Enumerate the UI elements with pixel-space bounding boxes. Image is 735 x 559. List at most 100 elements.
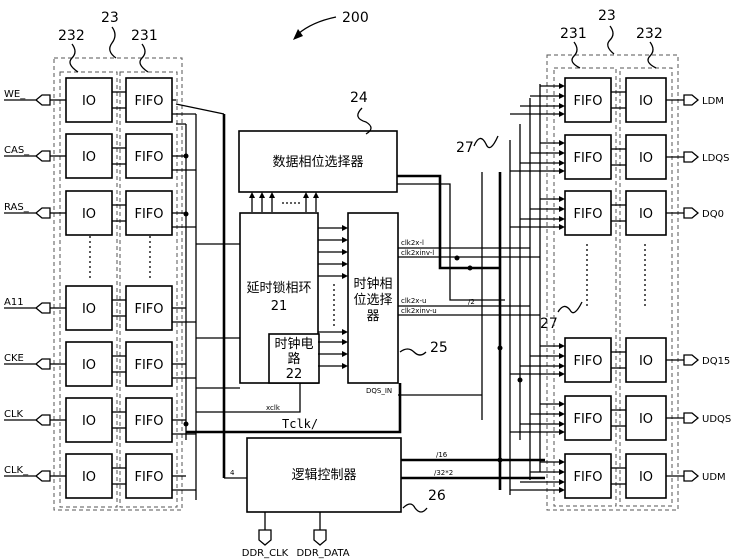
right-io-box bbox=[625, 337, 667, 383]
right-fifo-column-outline bbox=[553, 67, 617, 507]
bus-ref-upper-leader bbox=[473, 135, 499, 149]
clock-phase-selector-label-line1: 时钟相 bbox=[353, 276, 392, 292]
right-fifo-label: FIFO bbox=[573, 354, 602, 369]
right-pin-label: LDM bbox=[702, 96, 724, 107]
clk2xinv-l-label: clk2xinv-l bbox=[401, 249, 434, 257]
right-fifo-input-arrowhead bbox=[559, 111, 565, 117]
clock-phase-selector-ref: 25 bbox=[430, 340, 448, 356]
logic-controller-ref-leader bbox=[402, 503, 428, 513]
left-io-ref: 232 bbox=[58, 28, 85, 44]
bus-ref-lower: 27 bbox=[540, 316, 558, 332]
right-fifo-input-arrowhead bbox=[559, 459, 565, 465]
right-junction-1 bbox=[454, 255, 460, 261]
right-fifo-input-arrowhead bbox=[559, 479, 565, 485]
left-pin-label: CAS_ bbox=[4, 145, 30, 156]
bus-4-label: 4 bbox=[230, 469, 235, 477]
left-fifo-ref: 231 bbox=[131, 28, 158, 44]
left-fifo-box bbox=[125, 133, 173, 179]
right-pin-label: DQ15 bbox=[702, 356, 730, 367]
right-fifo-label: FIFO bbox=[573, 207, 602, 222]
right-junction-3 bbox=[497, 345, 503, 351]
tclk-line bbox=[186, 383, 402, 434]
right-pin-label: DQ0 bbox=[702, 209, 724, 220]
data-phase-selector-ref-leader bbox=[357, 107, 372, 135]
right-pin-icon bbox=[683, 470, 700, 482]
right-fifo-input-arrowhead bbox=[559, 353, 565, 359]
right-io-label: IO bbox=[639, 354, 653, 369]
right-fifo-label: FIFO bbox=[573, 412, 602, 427]
right-group-ref: 23 bbox=[598, 8, 616, 24]
right-fifo-input-arrowhead bbox=[559, 83, 565, 89]
right-pin-icon bbox=[683, 207, 700, 219]
left-pin-icon bbox=[4, 302, 51, 314]
right-pin-icon bbox=[683, 151, 700, 163]
right-io-label: IO bbox=[639, 207, 653, 222]
left-io-box bbox=[65, 341, 113, 387]
right-fifo-input-arrowhead bbox=[559, 343, 565, 349]
right-fifo-input-arrowhead bbox=[559, 224, 565, 230]
left-io-column-outline bbox=[59, 71, 118, 508]
right-fifo-box bbox=[564, 190, 612, 236]
dll-label-line1: 延时锁相环 bbox=[246, 280, 311, 296]
left-io-box bbox=[65, 285, 113, 331]
right-io-box bbox=[625, 453, 667, 499]
right-io-ref: 232 bbox=[636, 26, 663, 42]
left-fifo-label: FIFO bbox=[134, 207, 163, 222]
clock-phase-selector-label-line3: 器 bbox=[366, 309, 379, 324]
left-pin-icon bbox=[4, 358, 51, 370]
right-io-label: IO bbox=[639, 94, 653, 109]
left-pin-icon bbox=[4, 94, 51, 106]
left-io-label: IO bbox=[82, 302, 96, 317]
left-group-ref-leader bbox=[109, 26, 117, 59]
right-pin-label: UDQS bbox=[702, 414, 731, 425]
left-io-label: IO bbox=[82, 358, 96, 373]
right-group-ref-leader bbox=[607, 25, 615, 55]
tclk-label: Tclk/ bbox=[282, 417, 318, 431]
right-fifo-input-arrowhead bbox=[559, 150, 565, 156]
left-fifo-column-outline bbox=[119, 71, 178, 508]
left-fifo-label: FIFO bbox=[134, 150, 163, 165]
clock-phase-selector-ref-leader bbox=[399, 348, 427, 356]
left-io-label: IO bbox=[82, 150, 96, 165]
left-fifo-ref-leader bbox=[139, 43, 149, 73]
left-fifo-label: FIFO bbox=[134, 302, 163, 317]
clock-circuit-label-line1: 时钟电 bbox=[274, 336, 313, 352]
clk2x-u-label: clk2x-u bbox=[401, 297, 426, 305]
clock-circuit-label-line3: 22 bbox=[286, 367, 303, 382]
right-fifo-input-arrowhead bbox=[559, 421, 565, 427]
right-fifo-input-arrowhead bbox=[559, 160, 565, 166]
logic-controller-label: 逻辑控制器 bbox=[291, 468, 356, 483]
left-fifo-label: FIFO bbox=[134, 414, 163, 429]
logic-controller-ref: 26 bbox=[428, 488, 446, 504]
right-pin-icon bbox=[683, 354, 700, 366]
right-fifo-input-arrowhead bbox=[559, 206, 565, 212]
right-fifo-input-arrowhead bbox=[559, 401, 565, 407]
bus-ref-upper: 27 bbox=[456, 140, 474, 156]
dps-output-line-2 bbox=[397, 183, 505, 301]
right-fifo-input-arrowhead bbox=[559, 429, 565, 435]
right-fifo-input-arrowhead bbox=[559, 93, 565, 99]
right-row: FIFO IO DQ15 bbox=[510, 337, 730, 383]
left-pin-label: CLK bbox=[4, 409, 24, 420]
right-fifo-input-arrowhead bbox=[559, 487, 565, 493]
left-io-label: IO bbox=[82, 207, 96, 222]
ddr-clk-label: DDR_CLK bbox=[242, 548, 289, 559]
left-fifo-box bbox=[125, 285, 173, 331]
left-fifo-box bbox=[125, 190, 173, 236]
left-io-box bbox=[65, 190, 113, 236]
left-fifo-label: FIFO bbox=[134, 94, 163, 109]
clock-phase-selector-label-line2: 位选择 bbox=[353, 293, 392, 308]
right-fifo-input-arrowhead bbox=[559, 469, 565, 475]
right-row: FIFO IO DQ0 bbox=[510, 190, 724, 236]
ddr-data-pin bbox=[313, 529, 327, 546]
